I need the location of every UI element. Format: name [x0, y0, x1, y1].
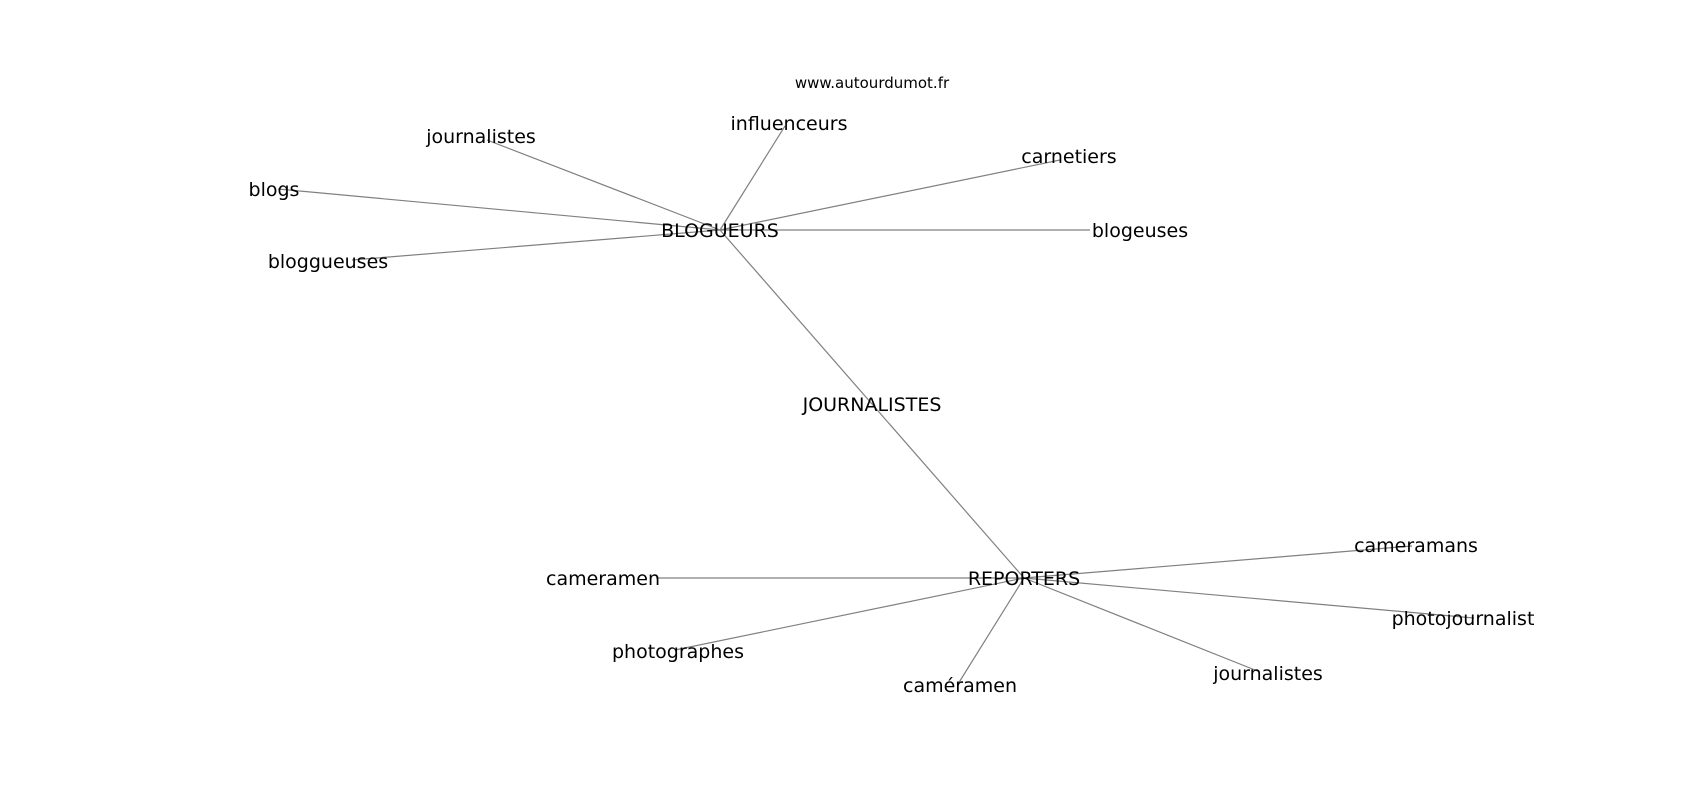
leaf-label-cameramans: cameramans: [1354, 535, 1478, 557]
leaf-label-journalistes: journalistes: [425, 126, 536, 148]
edges-layer: [277, 125, 1475, 685]
leaf-label-photojournalist: photojournalist: [1392, 608, 1535, 630]
leaf-label-influenceurs: influenceurs: [731, 113, 848, 135]
edge-bloggeurs-influenceurs: [719, 125, 786, 231]
leaf-label-photographes: photographes: [612, 641, 744, 663]
leaf-label-blogeuses: blogeuses: [1092, 220, 1188, 242]
edge-bloggeurs-bloggueuses: [351, 229, 721, 261]
hub-label-reporters: REPORTERS: [968, 568, 1080, 590]
edge-bloggeurs-carnetiers: [719, 159, 1061, 231]
leaf-label-cameramen: cameramen: [546, 568, 660, 590]
edge-reporters-photographes: [674, 577, 1025, 651]
leaf-label-carnetiers: carnetiers: [1021, 146, 1116, 168]
edge-bloggeurs-blogs: [277, 188, 721, 231]
leaf-label-cameramen-accent: caméramen: [903, 675, 1017, 697]
edge-bloggeurs-journalistes: [486, 139, 721, 231]
edge-reporters-photojournalist: [1023, 577, 1475, 619]
labels-layer: www.autourdumot.fr JOURNALISTES BLOGUEUR…: [249, 74, 1535, 697]
center-word-label: JOURNALISTES: [802, 394, 942, 416]
hub-label-bloggeurs: BLOGUEURS: [661, 220, 779, 242]
edge-reporters-journalistes: [1023, 577, 1261, 673]
leaf-label-journalistes-2: journalistes: [1212, 663, 1323, 685]
edge-reporters-cameramen-accent: [957, 577, 1025, 685]
leaf-label-blogs: blogs: [249, 179, 300, 201]
leaf-label-bloggueuses: bloggueuses: [268, 251, 388, 273]
edge-reporters-cameramans: [1023, 545, 1413, 579]
edge-bloggeurs-reporters: [719, 229, 1025, 579]
watermark-text: www.autourdumot.fr: [795, 74, 950, 92]
